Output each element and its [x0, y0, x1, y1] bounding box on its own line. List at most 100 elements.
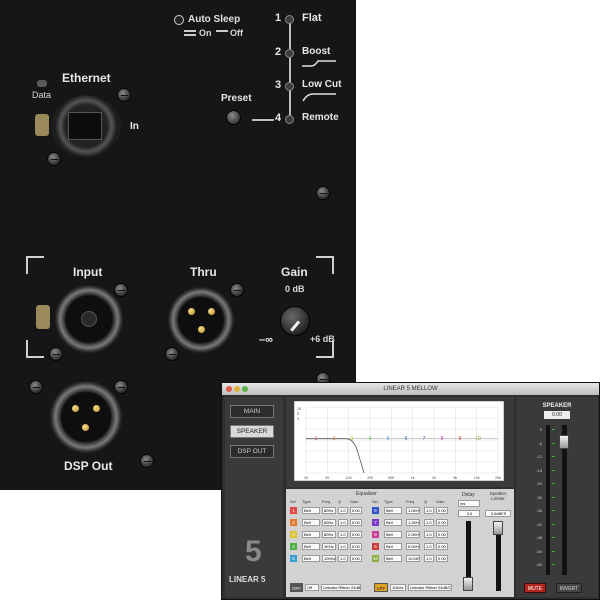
- eq-band-q[interactable]: 1.0: [424, 543, 434, 550]
- eq-band-freq[interactable]: 80Hz: [322, 531, 336, 538]
- delay-unit-select[interactable]: ms: [458, 500, 480, 507]
- eq-band-gain[interactable]: 0.00: [436, 555, 448, 562]
- eq-band-freq[interactable]: 80Hz: [322, 507, 336, 514]
- eq-band-number[interactable]: 2: [290, 519, 297, 526]
- lpf-frequency[interactable]: 10kHz: [390, 584, 406, 591]
- eq-band-number[interactable]: 4: [290, 543, 297, 550]
- mute-button[interactable]: MUTE: [524, 583, 546, 593]
- eq-band-type[interactable]: Bell: [384, 519, 402, 526]
- eq-band-freq[interactable]: 100Hz: [322, 555, 336, 562]
- eq-band-q[interactable]: 1.0: [338, 519, 348, 526]
- eq-band-marker[interactable]: 5: [387, 436, 390, 442]
- eq-band-gain[interactable]: 0.00: [350, 543, 362, 550]
- eq-band-gain[interactable]: 0.00: [350, 519, 362, 526]
- eq-band-type[interactable]: Bell: [302, 531, 320, 538]
- eq-band-q[interactable]: 1.0: [424, 555, 434, 562]
- eq-band-number[interactable]: 3: [290, 531, 297, 538]
- thru-xlr-jack[interactable]: [168, 287, 234, 353]
- eq-band-number[interactable]: 7: [372, 519, 379, 526]
- hpf-frequency[interactable]: Off: [305, 584, 319, 591]
- eq-band-marker[interactable]: 9: [459, 436, 462, 442]
- dsp-out-label: DSP Out: [64, 459, 113, 473]
- nav-dsp-out-button[interactable]: DSP OUT: [230, 445, 274, 458]
- dsp-out-xlr-jack[interactable]: [50, 381, 122, 453]
- eq-band-freq[interactable]: 1.2KHz: [406, 519, 420, 526]
- eq-band-freq[interactable]: 1KHz: [322, 543, 336, 550]
- eq-band-q[interactable]: 1.0: [338, 543, 348, 550]
- eq-band-freq[interactable]: 5.0KHz: [406, 543, 420, 550]
- eq-band-type[interactable]: Bell: [302, 555, 320, 562]
- eq-band-number[interactable]: 6: [372, 507, 379, 514]
- eq-band-freq[interactable]: 10.0KHz: [406, 555, 420, 562]
- eq-band-q[interactable]: 1.0: [338, 507, 348, 514]
- eq-band-freq[interactable]: 1.0KHz: [406, 507, 420, 514]
- eq-band-q[interactable]: 1.0: [338, 555, 348, 562]
- eq-band-type[interactable]: Bell: [302, 543, 320, 550]
- eq-band-gain[interactable]: 0.00: [436, 519, 448, 526]
- input-latch[interactable]: [36, 305, 50, 329]
- limiter-fader-track[interactable]: [496, 521, 501, 591]
- eq-band-number[interactable]: 1: [290, 507, 297, 514]
- eq-band-freq[interactable]: 80Hz: [322, 519, 336, 526]
- eq-band-number[interactable]: 5: [290, 555, 297, 562]
- invert-button[interactable]: INVERT: [556, 583, 582, 593]
- eq-band-marker[interactable]: 4: [369, 436, 372, 442]
- eq-band-number[interactable]: 10: [372, 555, 379, 562]
- gain-knob[interactable]: [280, 306, 310, 336]
- speaker-meter-scale-label: -36: [536, 508, 542, 513]
- eq-band-marker[interactable]: 3: [351, 436, 354, 442]
- eq-band-marker[interactable]: 7: [423, 436, 426, 442]
- xlr-pin: [72, 405, 79, 412]
- speaker-back-panel: Auto Sleep On Off 1 Flat 2 Boost 3 Low C…: [0, 0, 356, 490]
- eq-band-marker[interactable]: 8: [441, 436, 444, 442]
- eq-band-number[interactable]: 9: [372, 543, 379, 550]
- eq-band-type[interactable]: Bell: [384, 531, 402, 538]
- eq-band-gain[interactable]: 0.00: [436, 507, 448, 514]
- preset-button[interactable]: [226, 110, 241, 125]
- limiter-value[interactable]: 0.0dBFS: [485, 510, 511, 517]
- eq-band-marker[interactable]: 1: [315, 436, 318, 442]
- eq-band-freq[interactable]: 2.0KHz: [406, 531, 420, 538]
- auto-sleep-button[interactable]: [174, 15, 184, 25]
- eq-band-q[interactable]: 1.0: [424, 519, 434, 526]
- limiter-fader-thumb[interactable]: [493, 521, 503, 535]
- delay-value[interactable]: 0.0: [458, 510, 480, 517]
- preset-1-led: [285, 15, 294, 24]
- minimize-icon[interactable]: [234, 386, 240, 392]
- thru-label: Thru: [190, 265, 217, 279]
- maximize-icon[interactable]: [242, 386, 248, 392]
- eq-band-marker[interactable]: 6: [405, 436, 408, 442]
- eq-band-number[interactable]: 8: [372, 531, 379, 538]
- eq-band-marker[interactable]: 10: [475, 436, 481, 442]
- close-icon[interactable]: [226, 386, 232, 392]
- hpf-toggle-button[interactable]: OFF: [290, 583, 303, 592]
- eq-band-q[interactable]: 1.0: [424, 507, 434, 514]
- hpf-filter-type[interactable]: Linkwitz Riltner 24dB/Oct: [321, 584, 361, 591]
- eq-band-gain[interactable]: 0.00: [350, 531, 362, 538]
- eq-band-gain[interactable]: 0.00: [436, 531, 448, 538]
- speaker-gain-value[interactable]: 0.00: [544, 411, 570, 419]
- graph-x-tick-label: 500: [388, 476, 394, 480]
- eq-band-type[interactable]: Bell: [384, 507, 402, 514]
- delay-fader-thumb[interactable]: [463, 577, 473, 591]
- speaker-gain-fader-track[interactable]: [562, 425, 567, 575]
- eq-band-type[interactable]: Bell: [302, 507, 320, 514]
- lpf-toggle-button[interactable]: LPF: [374, 583, 388, 592]
- delay-fader-track[interactable]: [466, 521, 471, 591]
- ethernet-latch[interactable]: [35, 114, 49, 136]
- eq-band-q[interactable]: 1.0: [338, 531, 348, 538]
- eq-band-type[interactable]: Bell: [384, 555, 402, 562]
- eq-band-type[interactable]: Bell: [302, 519, 320, 526]
- lpf-filter-type[interactable]: Linkwitz Riltner 24dB/Oct: [408, 584, 452, 591]
- nav-main-button[interactable]: MAIN: [230, 405, 274, 418]
- eq-band-type[interactable]: Bell: [384, 543, 402, 550]
- speaker-gain-fader-thumb[interactable]: [559, 435, 569, 449]
- eq-band-gain[interactable]: 0.00: [350, 555, 362, 562]
- eq-band-marker[interactable]: 2: [333, 436, 336, 442]
- eq-band-gain[interactable]: 0.00: [436, 543, 448, 550]
- speaker-meter-scale-label: -12: [536, 454, 542, 459]
- eq-band-gain[interactable]: 0.00: [350, 507, 362, 514]
- nav-speaker-button[interactable]: SPEAKER: [230, 425, 274, 438]
- eq-band-q[interactable]: 1.0: [424, 531, 434, 538]
